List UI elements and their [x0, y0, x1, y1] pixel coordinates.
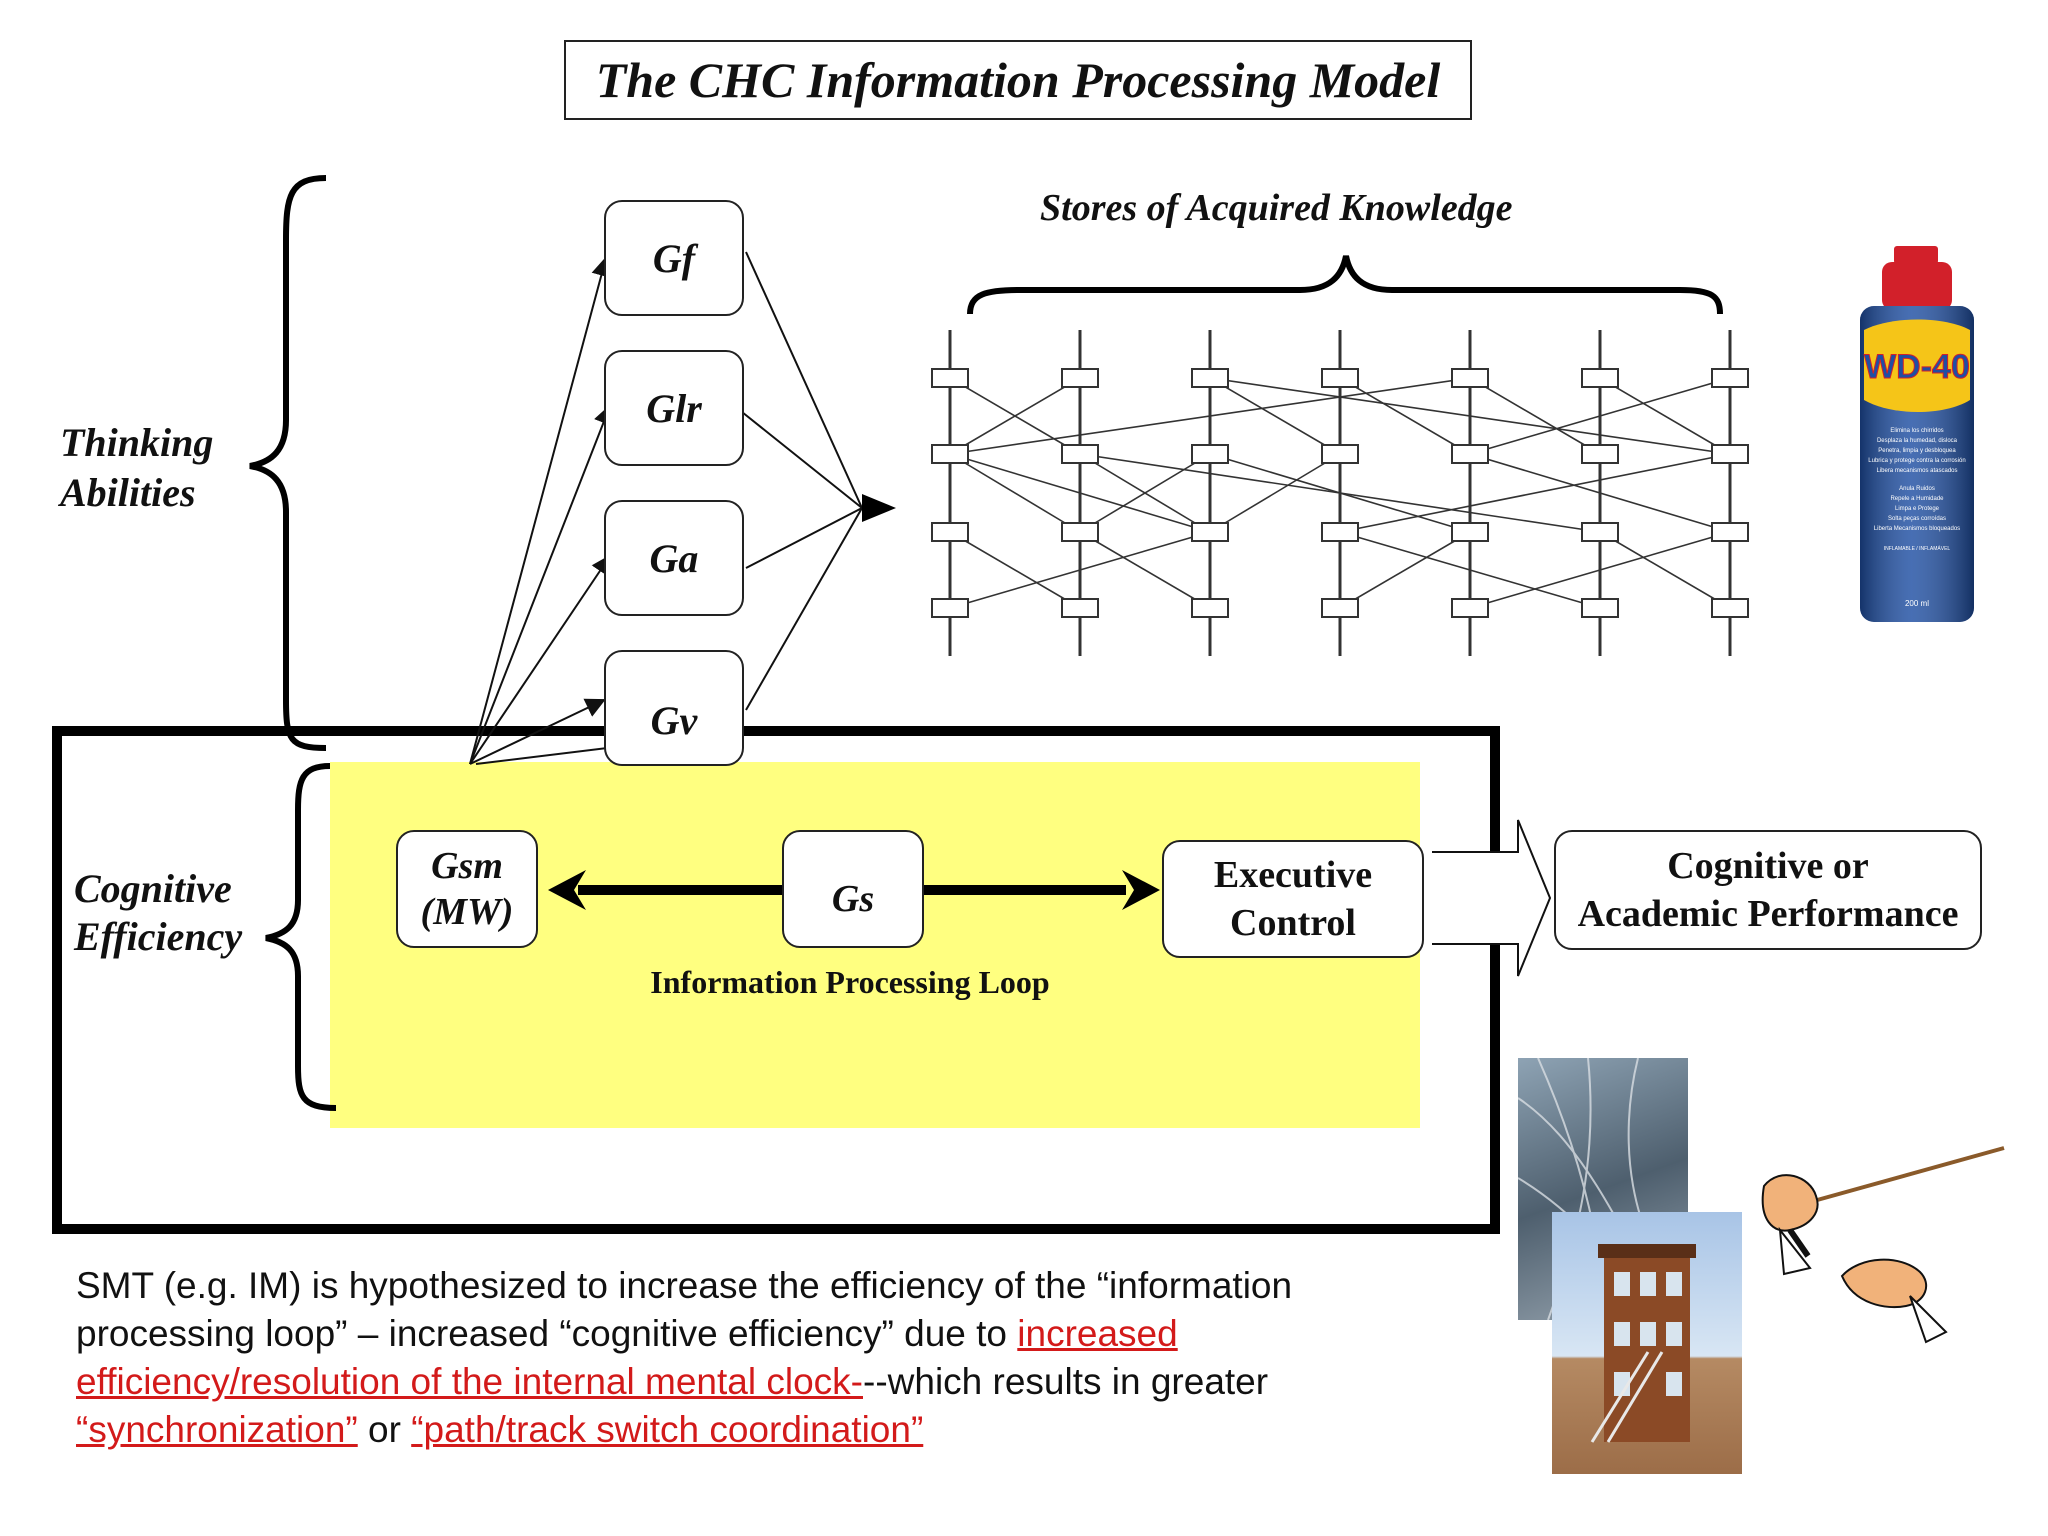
thinking-label-line1: Thinking: [60, 420, 214, 465]
cognitive-label-line2: Efficiency: [74, 914, 243, 959]
output-arrow: [1432, 819, 1552, 977]
note-red-3: “path/track switch coordination”: [411, 1409, 924, 1450]
can-text-7: Repele a Humidade: [1890, 496, 1944, 502]
stores-label: Stores of Acquired Knowledge: [1040, 187, 1513, 229]
note-text-3: or: [357, 1409, 412, 1450]
ability-ga: Ga: [604, 500, 744, 616]
signal-tower-image: [1552, 1212, 1742, 1474]
can-text-1: Elimina los chirridos: [1890, 428, 1943, 434]
gsm-box: Gsm (MW): [396, 830, 538, 948]
can-text-6: Anula Ruidos: [1899, 486, 1935, 492]
note-red-2: “synchronization”: [76, 1409, 358, 1450]
can-text-11: INFLAMABLE / INFLAMÁVEL: [1884, 545, 1951, 552]
network-arrowhead: [862, 494, 896, 522]
wd40-can-image: WD-40 Elimina los chirridos Desplaza la …: [1860, 246, 1974, 622]
performance-line2: Academic Performance: [1577, 893, 1959, 935]
note-text-1: SMT (e.g. IM) is hypothesized to increas…: [76, 1265, 1293, 1354]
ability-glr: Glr: [604, 350, 744, 466]
can-volume-text: 200 ml: [1905, 599, 1929, 608]
exec-line2: Control: [1230, 902, 1356, 944]
note-red-1: increased efficiency/resolution of the i…: [76, 1313, 1178, 1402]
exec-line1: Executive: [1213, 854, 1373, 896]
gs-box: Gs: [782, 830, 924, 948]
can-text-10: Liberta Mecanismos bloqueados: [1874, 526, 1960, 532]
performance-line1: Cognitive or: [1667, 845, 1869, 887]
cognitive-efficiency-label: Cognitive Efficiency: [74, 865, 242, 961]
can-text-2: Desplaza la humedad, disloca: [1877, 438, 1958, 444]
gsm-label: Gsm: [431, 845, 503, 887]
cognitive-brace: [265, 763, 337, 1111]
note-text-2: --which results in greater: [863, 1361, 1269, 1402]
loop-label: Information Processing Loop: [650, 964, 1050, 1000]
executive-control-box: Executive Control: [1162, 840, 1424, 958]
performance-box: Cognitive or Academic Performance: [1554, 830, 1982, 950]
can-text-8: Limpa e Protege: [1895, 506, 1940, 512]
cognitive-label-line1: Cognitive: [74, 866, 232, 911]
cognitive-efficiency-frame: [52, 726, 1500, 1234]
stores-brace: [967, 255, 1723, 315]
thinking-abilities-label: Thinking Abilities: [60, 418, 213, 518]
can-text-9: Solta peças corroídas: [1888, 516, 1946, 522]
smt-note: SMT (e.g. IM) is hypothesized to increas…: [76, 1262, 1456, 1454]
gsm-sub-label: (MW): [420, 891, 514, 933]
conductor-hands-image: [1761, 1146, 2005, 1344]
can-text-4: Lubrica y protege contra la corrosión: [1868, 458, 1965, 464]
thinking-brace: [249, 175, 327, 751]
can-text-3: Penetra, limpia y desbloquea: [1878, 448, 1956, 454]
can-text-5: Libera mecanismos atascados: [1876, 468, 1957, 474]
ability-gf: Gf: [604, 200, 744, 316]
ability-gv: Gv: [604, 650, 744, 766]
thinking-label-line2: Abilities: [60, 470, 196, 515]
diagram-title: The CHC Information Processing Model: [564, 40, 1472, 120]
can-brand-text: WD-40: [1864, 348, 1970, 386]
